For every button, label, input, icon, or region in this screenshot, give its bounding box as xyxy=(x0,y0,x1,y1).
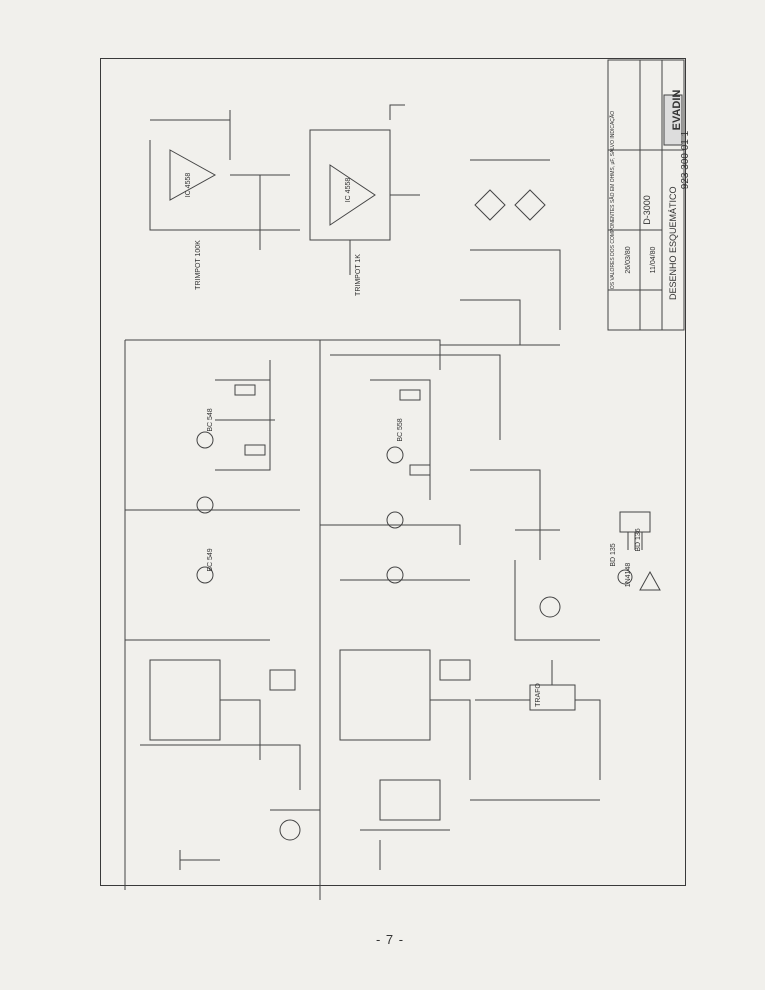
logo-text: EVADIN xyxy=(671,90,683,131)
drawing-number: 923 300 01 1 xyxy=(680,130,691,189)
ic-1-label: IC 4558 xyxy=(185,173,192,198)
date-2: 11/04/80 xyxy=(650,247,657,274)
drawing-title: DESENHO ESQUEMÁTICO xyxy=(668,186,678,300)
diode-note: 1N4148 xyxy=(625,563,632,588)
title-block-frame xyxy=(607,59,685,331)
transistor-note-3: BC 549 xyxy=(207,548,214,571)
regulator-1-label: BD 135 xyxy=(610,543,617,566)
page-number: - 7 - xyxy=(375,932,405,947)
regulator-2-label: BD 136 xyxy=(635,528,642,551)
ic-2-label: IC 4558 xyxy=(345,178,352,203)
transistor-note-2: BC 558 xyxy=(397,418,404,441)
date-1: 26/03/80 xyxy=(625,246,632,273)
transistor-note-1: BC 548 xyxy=(207,408,214,431)
trimmer-1-label: TRIMPOT 100K xyxy=(195,240,202,290)
transformer-label: TRAFO xyxy=(535,683,542,707)
model-label: D-3000 xyxy=(642,195,652,225)
trimmer-2-label: TRIMPOT 1K xyxy=(355,254,362,296)
drawing-border xyxy=(100,58,686,886)
title-notes: OS VALORES DOS COMPONENTES SÃO EM OHMS, … xyxy=(609,111,616,289)
